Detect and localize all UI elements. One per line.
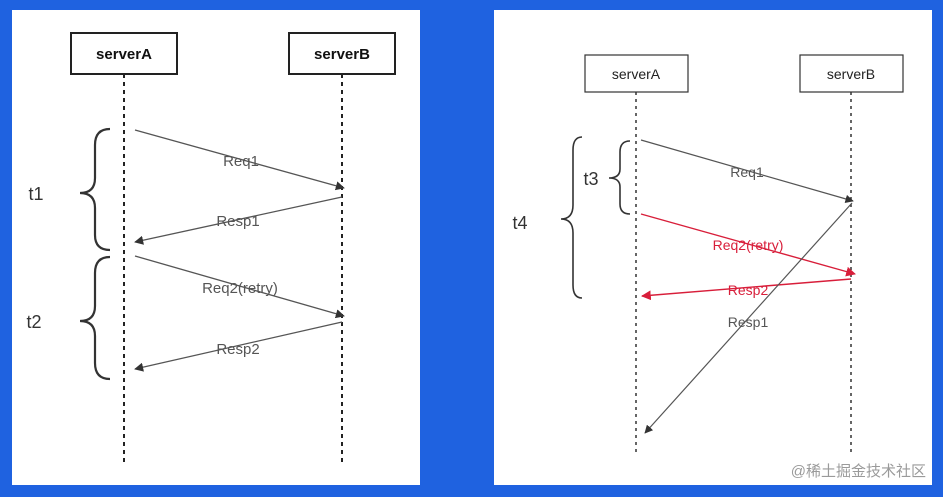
left-server-a-box: serverA: [70, 32, 178, 75]
watermark-text: @稀土掘金技术社区: [791, 463, 926, 480]
right-req2-arrow: [640, 213, 856, 277]
left-diagram-panel: [12, 10, 420, 485]
left-resp1-label: Resp1: [216, 213, 259, 230]
right-brace-t4: [560, 136, 583, 299]
right-server-b-box: serverB: [799, 54, 904, 93]
left-resp2-arrow: [134, 321, 343, 372]
right-req1-label: Req1: [730, 164, 764, 180]
right-resp2-label: Resp2: [728, 282, 769, 298]
left-req1-label: Req1: [223, 153, 259, 170]
left-resp1-arrow: [134, 196, 343, 245]
right-req1-arrow: [640, 139, 854, 203]
left-brace-t1: [79, 127, 111, 252]
right-t4-label: t4: [512, 213, 527, 233]
right-resp1-label: Resp1: [728, 314, 769, 330]
right-req2-label: Req2(retry): [713, 237, 784, 253]
left-resp2-label: Resp2: [216, 341, 259, 358]
left-req1-arrow: [134, 129, 345, 191]
right-brace-t3: [608, 140, 631, 215]
left-server-a-label: serverA: [96, 46, 152, 63]
right-server-b-label: serverB: [827, 66, 875, 82]
left-req2-arrow: [134, 255, 345, 319]
left-brace-t2: [79, 255, 111, 381]
right-resp2-arrow: [641, 278, 852, 301]
right-resp1-arrow: [644, 202, 853, 434]
left-server-b-box: serverB: [288, 32, 396, 75]
left-t1-label: t1: [28, 184, 43, 204]
right-t3-label: t3: [583, 169, 598, 189]
left-server-b-label: serverB: [314, 46, 370, 63]
left-t2-label: t2: [26, 312, 41, 332]
right-server-a-box: serverA: [584, 54, 689, 93]
left-req2-label: Req2(retry): [202, 280, 278, 297]
right-server-a-label: serverA: [612, 66, 661, 82]
